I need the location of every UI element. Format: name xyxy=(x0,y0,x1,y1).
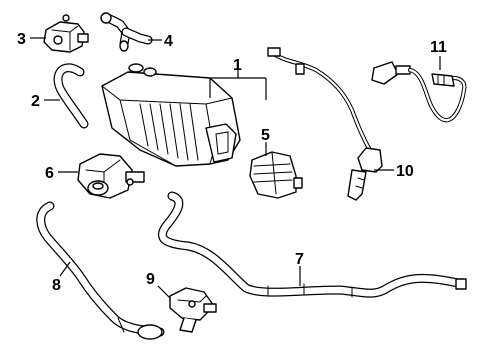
part-6-valve xyxy=(77,153,145,199)
part-9-bracket xyxy=(169,287,217,333)
callout-3: 3 xyxy=(17,31,26,48)
part-11-sensor xyxy=(371,61,467,123)
callout-1: 1 xyxy=(233,57,242,74)
part-2-hose xyxy=(53,63,89,129)
callout-7: 7 xyxy=(295,251,304,268)
callout-10: 10 xyxy=(396,163,414,180)
part-7-hose xyxy=(158,191,467,298)
part-5-filter xyxy=(249,151,303,199)
callout-9: 9 xyxy=(146,271,155,288)
callout-11: 11 xyxy=(430,39,447,56)
callout-8: 8 xyxy=(52,277,61,294)
callout-2: 2 xyxy=(31,93,40,110)
part-10-sensor xyxy=(267,47,383,201)
part-8-hose xyxy=(36,201,165,340)
callout-5: 5 xyxy=(261,127,270,144)
part-3-valve xyxy=(43,14,89,53)
callout-4: 4 xyxy=(164,33,173,50)
part-4-pipe xyxy=(100,12,153,52)
part-1-canister xyxy=(101,63,241,167)
leader-lines xyxy=(30,37,441,299)
callout-numbers: 1 2 3 4 5 6 7 8 9 10 11 xyxy=(17,31,447,294)
callout-6: 6 xyxy=(45,165,54,182)
